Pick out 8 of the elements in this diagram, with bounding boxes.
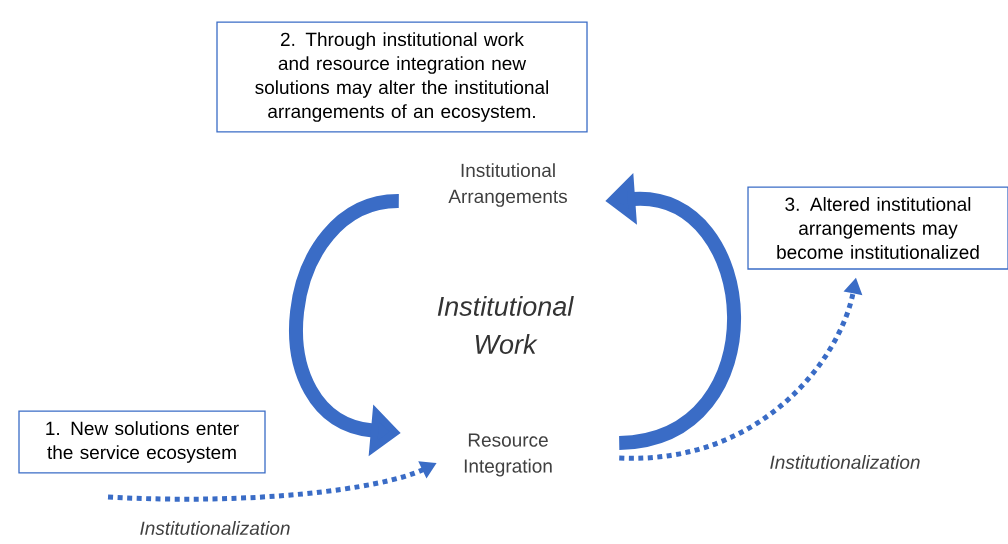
edge-label: Institutionalization [768, 454, 922, 470]
text-box: 1. New solutions enter the service ecosystem [18, 410, 266, 474]
cycle-label: Institutional Arrangements [448, 163, 567, 207]
text-box: 3. Altered institutional arrangements may become institutionalized [747, 186, 1008, 270]
text-box: 2. Through institutional work and resource integration new solutions may alter the institutional arrangements of an ecosystem. [216, 21, 588, 133]
cycle-label: Resource Integration [464, 433, 552, 477]
edge-label: Institutionalization [138, 520, 292, 536]
center-label: Institutional Work [437, 296, 574, 354]
